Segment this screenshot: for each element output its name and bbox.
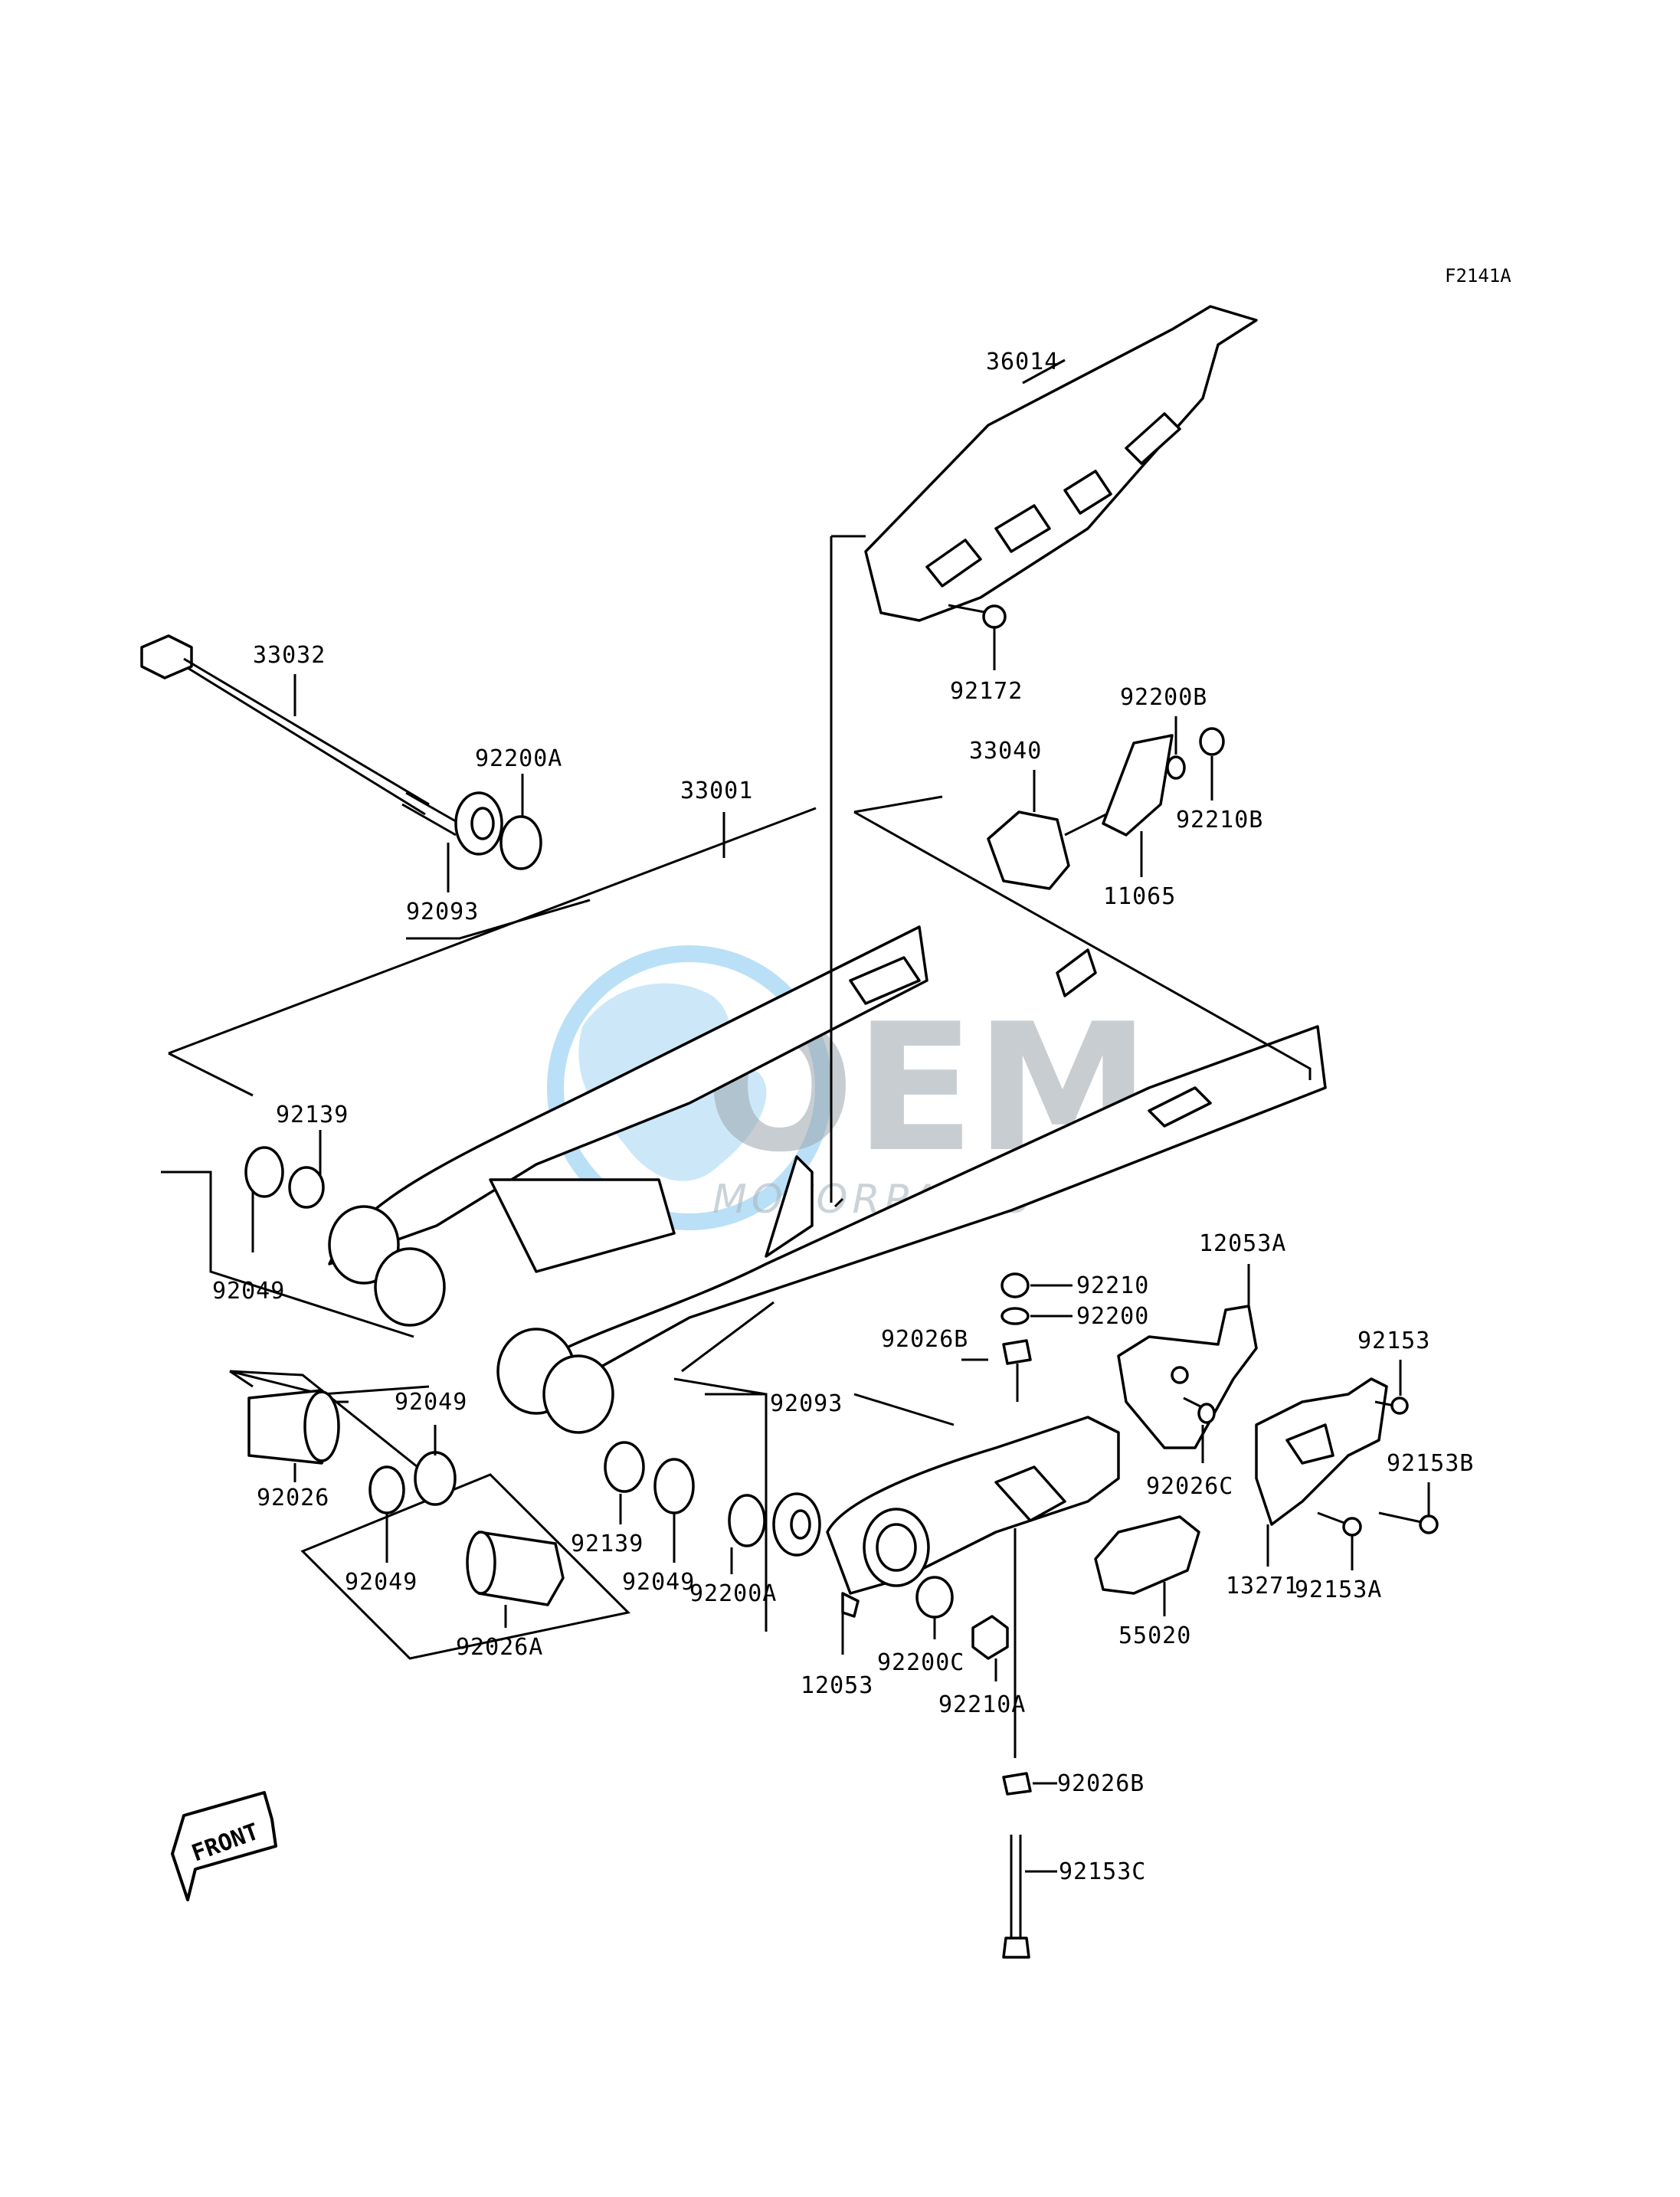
nut-92210[interactable] <box>1000 1272 1030 1298</box>
callout-92026B-mid[interactable]: 92026B <box>881 1326 968 1353</box>
collar-92139-mid[interactable] <box>604 1441 645 1493</box>
seal-92049-low[interactable] <box>368 1465 405 1514</box>
callout-92153C[interactable]: 92153C <box>1059 1858 1146 1885</box>
pivot-bolt-33032[interactable] <box>140 634 460 837</box>
plate-11065[interactable] <box>1102 734 1174 837</box>
seal-92049-left[interactable] <box>244 1146 284 1198</box>
bolt-92153[interactable] <box>1374 1396 1409 1415</box>
callout-11065[interactable]: 11065 <box>1103 883 1176 910</box>
callout-92153B[interactable]: 92153B <box>1387 1450 1474 1477</box>
chain-guard-36014[interactable] <box>864 305 1258 622</box>
callout-92139-left[interactable]: 92139 <box>276 1102 349 1128</box>
block-55020[interactable] <box>1094 1515 1200 1595</box>
swingarm-33001[interactable] <box>328 925 1327 1434</box>
front-arrow-icon: FRONT <box>171 1791 277 1901</box>
washer-92200B[interactable] <box>1166 755 1186 780</box>
collar-92026B-mid[interactable] <box>1002 1339 1032 1402</box>
callout-92210B[interactable]: 92210B <box>1176 807 1263 833</box>
callout-92049-low[interactable]: 92049 <box>345 1569 418 1596</box>
washer-92200C[interactable] <box>915 1576 954 1619</box>
washer-92200A-low[interactable] <box>728 1494 766 1547</box>
nut-92210B[interactable] <box>1199 727 1225 756</box>
diagram-code: F2141A <box>1445 265 1511 286</box>
callout-92026C[interactable]: 92026C <box>1146 1473 1233 1500</box>
chain-adjuster-33040[interactable] <box>987 803 1127 890</box>
callout-92200A-top[interactable]: 92200A <box>475 745 562 772</box>
callout-92026[interactable]: 92026 <box>257 1485 329 1511</box>
callout-92210A[interactable]: 92210A <box>938 1691 1026 1718</box>
callout-92200A-low[interactable]: 92200A <box>689 1580 777 1607</box>
chain-slider-12053[interactable] <box>826 1416 1120 1618</box>
callout-92210[interactable]: 92210 <box>1076 1272 1149 1299</box>
washer-92200[interactable] <box>1000 1307 1030 1325</box>
bushing-92026[interactable] <box>247 1389 340 1465</box>
seal-92049-center[interactable] <box>414 1451 457 1506</box>
seal-92049-mid[interactable] <box>653 1458 695 1514</box>
callout-92093-top[interactable]: 92093 <box>406 899 479 925</box>
seal-92093-top[interactable] <box>454 791 503 856</box>
callout-92153A[interactable]: 92153A <box>1295 1577 1382 1603</box>
collar-92026B-low[interactable] <box>1002 1772 1032 1796</box>
collar-92026C[interactable] <box>1183 1396 1216 1424</box>
bushing-92026A[interactable] <box>466 1531 565 1606</box>
plate-13271[interactable] <box>1255 1377 1388 1526</box>
callout-92049-center[interactable]: 92049 <box>395 1389 467 1416</box>
bolt-92153B[interactable] <box>1378 1511 1439 1534</box>
callout-92172[interactable]: 92172 <box>950 678 1023 705</box>
bolt-92153C[interactable] <box>1002 1835 1030 1959</box>
callout-55020[interactable]: 55020 <box>1118 1622 1191 1649</box>
bracket-12053A[interactable] <box>1117 1305 1258 1449</box>
callout-13271[interactable]: 13271 <box>1226 1573 1298 1599</box>
callout-33032[interactable]: 33032 <box>253 642 326 669</box>
collar-92139-left[interactable] <box>288 1166 325 1209</box>
bolt-92172[interactable] <box>948 604 1007 629</box>
callout-92026B-low[interactable]: 92026B <box>1057 1770 1145 1797</box>
washer-92200A-top[interactable] <box>499 815 542 870</box>
callout-92049-mid[interactable]: 92049 <box>622 1569 695 1596</box>
seal-92093-mid[interactable] <box>772 1492 821 1557</box>
callout-92153[interactable]: 92153 <box>1357 1328 1430 1354</box>
callout-92200C[interactable]: 92200C <box>877 1649 964 1676</box>
callout-92139-mid[interactable]: 92139 <box>571 1531 644 1557</box>
callout-92049-left[interactable]: 92049 <box>212 1278 285 1305</box>
bolt-92153A[interactable] <box>1317 1511 1362 1537</box>
callout-36014[interactable]: 36014 <box>986 349 1059 375</box>
callout-12053[interactable]: 12053 <box>801 1672 873 1699</box>
callout-92026A[interactable]: 92026A <box>456 1634 543 1661</box>
callout-33001[interactable]: 33001 <box>680 778 753 804</box>
callout-33040[interactable]: 33040 <box>969 738 1042 765</box>
callout-92200[interactable]: 92200 <box>1076 1303 1149 1330</box>
callout-92200B[interactable]: 92200B <box>1120 684 1207 711</box>
callout-12053A[interactable]: 12053A <box>1199 1230 1286 1257</box>
callout-92093-mid[interactable]: 92093 <box>770 1390 843 1417</box>
nut-92210A[interactable] <box>971 1615 1009 1660</box>
